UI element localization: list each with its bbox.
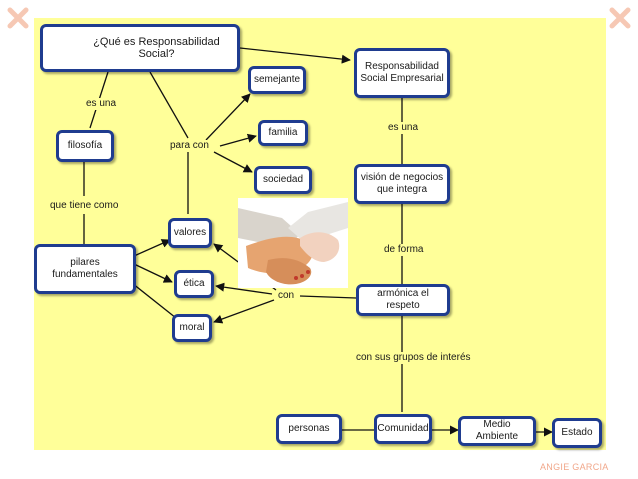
node-valores: valores: [168, 218, 212, 248]
node-personas: personas: [276, 414, 342, 444]
corner-cross-icon: [7, 7, 29, 29]
link-label-es-una-right: es una: [386, 122, 421, 134]
node-semejante: semejante: [248, 66, 306, 94]
node-comunidad: Comunidad: [374, 414, 432, 444]
node-familia: familia: [258, 120, 308, 146]
node-question: ¿Qué es Responsabilidad Social?: [40, 24, 240, 72]
node-medio-ambiente: Medio Ambiente: [458, 416, 536, 446]
node-armonica: armónica el respeto: [356, 284, 450, 316]
link-label-para-con: para con: [168, 140, 211, 152]
link-label-es-una-left: es una: [84, 98, 119, 110]
node-rse: Responsabilidad Social Empresarial: [354, 48, 450, 98]
node-estado: Estado: [552, 418, 602, 448]
author-credit: ANGIE GARCIA: [540, 462, 609, 472]
node-etica: ética: [174, 270, 214, 298]
corner-cross-icon: [609, 7, 631, 29]
node-moral: moral: [172, 314, 212, 342]
link-label-de-forma: de forma: [382, 244, 426, 256]
link-label-con-grupos: con sus grupos de interés: [354, 352, 473, 364]
link-label-que-tiene-como: que tiene como: [48, 200, 121, 212]
node-vision: visión de negocios que integra: [354, 164, 450, 204]
node-sociedad: sociedad: [254, 166, 312, 194]
node-pilares: pilares fundamentales: [34, 244, 136, 294]
handshake-image: [238, 198, 348, 288]
link-label-con: con: [276, 290, 297, 302]
node-filosofia: filosofía: [56, 130, 114, 162]
